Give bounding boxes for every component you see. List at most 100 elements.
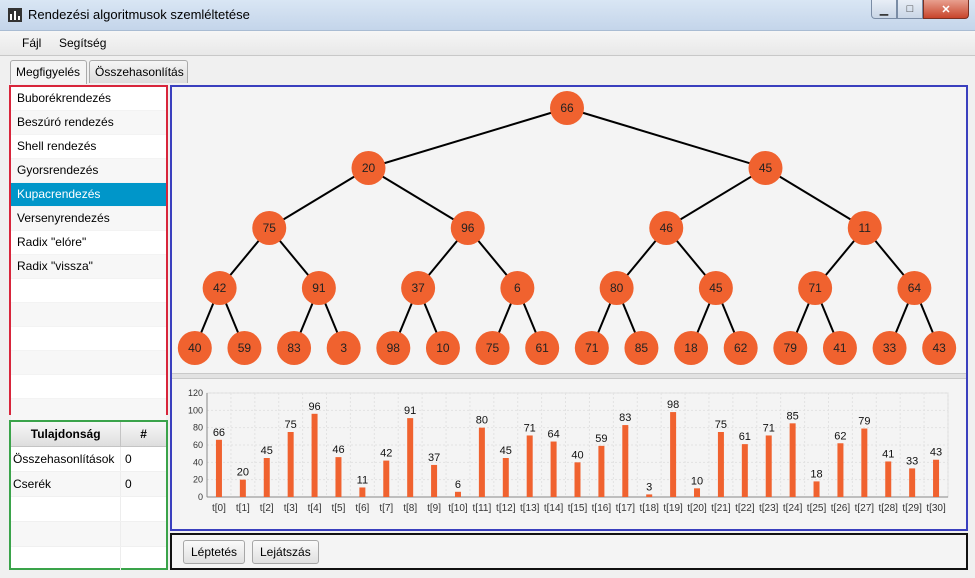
tree-node-label: 40: [188, 341, 202, 355]
tree-node-label: 46: [660, 221, 674, 235]
x-tick-label: t[4]: [308, 503, 322, 514]
x-tick-label: t[22]: [735, 503, 755, 514]
properties-header: Tulajdonság #: [11, 422, 166, 447]
y-tick-label: 100: [188, 405, 203, 415]
tree-node-label: 79: [784, 341, 798, 355]
minimize-button[interactable]: ▁: [871, 0, 897, 19]
x-tick-label: t[29]: [902, 503, 922, 514]
x-tick-label: t[15]: [568, 503, 588, 514]
x-tick-label: t[8]: [403, 503, 417, 514]
bar-data-label: 59: [595, 433, 607, 445]
bar-data-label: 45: [261, 445, 273, 457]
algorithm-item[interactable]: Buborékrendezés: [11, 87, 166, 111]
bar-data-label: 6: [455, 479, 461, 491]
menu-file[interactable]: Fájl: [22, 36, 42, 50]
table-row[interactable]: Összehasonlítások 0: [11, 447, 166, 472]
tree-node-label: 59: [238, 341, 252, 355]
x-tick-label: t[16]: [592, 503, 612, 514]
split-divider[interactable]: [172, 373, 966, 379]
maximize-button[interactable]: □: [897, 0, 923, 19]
tree-node-label: 18: [684, 341, 698, 355]
menu-bar: Fájl Segítség: [0, 31, 975, 56]
menu-help[interactable]: Segítség: [59, 36, 107, 50]
bar-data-label: 33: [906, 455, 918, 467]
x-tick-label: t[9]: [427, 503, 441, 514]
algorithm-item[interactable]: Shell rendezés: [11, 135, 166, 159]
tree-edge: [268, 167, 370, 229]
bar-data-label: 83: [619, 412, 631, 424]
tab-comparison[interactable]: Összehasonlítás: [89, 60, 188, 83]
tree-node: [723, 331, 758, 365]
bar: [885, 461, 892, 497]
bar-data-label: 41: [882, 448, 894, 460]
x-tick-label: t[7]: [379, 503, 393, 514]
minimize-icon: ▁: [879, 3, 889, 16]
title-bar[interactable]: Rendezési algoritmusok szemléltetése ▁ □…: [0, 0, 975, 31]
control-bar: Léptetés Lejátszás: [170, 533, 968, 570]
algorithm-item[interactable]: Versenyrendezés: [11, 207, 166, 231]
step-button[interactable]: Léptetés: [183, 540, 246, 564]
bar-data-label: 62: [834, 430, 846, 442]
play-button[interactable]: Lejátszás: [252, 540, 319, 564]
bar-data-label: 80: [476, 415, 488, 427]
bar: [526, 435, 533, 497]
table-row[interactable]: Cserék 0: [11, 472, 166, 497]
tree-node-label: 64: [908, 281, 922, 295]
x-tick-label: t[11]: [473, 503, 492, 514]
bar-data-label: 85: [787, 410, 799, 422]
x-tick-label: t[24]: [783, 503, 803, 514]
algorithm-list[interactable]: Buborékrendezés Beszúró rendezés Shell r…: [9, 85, 168, 423]
tree-node: [475, 331, 510, 365]
y-tick-label: 60: [193, 440, 203, 450]
algorithm-item-selected[interactable]: Kupacrendezés: [11, 183, 166, 207]
tree-node: [847, 211, 882, 245]
tree-node-label: 41: [833, 341, 847, 355]
y-tick-label: 0: [198, 492, 203, 502]
column-header-value[interactable]: #: [140, 427, 147, 441]
tree-node: [500, 271, 535, 305]
tree-node: [674, 331, 709, 365]
bar-data-label: 71: [763, 422, 775, 434]
tree-edge: [368, 107, 568, 169]
column-header-property[interactable]: Tulajdonság: [11, 422, 122, 446]
tree-node-label: 91: [312, 281, 326, 295]
x-tick-label: t[5]: [332, 503, 346, 514]
x-tick-label: t[12]: [496, 503, 516, 514]
algorithm-item[interactable]: Gyorsrendezés: [11, 159, 166, 183]
tab-observation[interactable]: Megfigyelés: [10, 60, 87, 84]
algorithm-item[interactable]: Radix "vissza": [11, 255, 166, 279]
algorithm-item[interactable]: Beszúró rendezés: [11, 111, 166, 135]
x-tick-label: t[21]: [711, 503, 731, 514]
bar-data-label: 98: [667, 399, 679, 411]
empty-row: [11, 547, 166, 572]
close-button[interactable]: ✕: [923, 0, 969, 19]
y-tick-label: 120: [188, 388, 203, 398]
tree-node-label: 20: [362, 161, 376, 175]
tree-node-label: 71: [585, 341, 599, 355]
bar-data-label: 75: [715, 419, 727, 431]
tree-edge: [367, 167, 469, 229]
tree-node-label: 71: [808, 281, 822, 295]
bar-data-label: 40: [571, 449, 583, 461]
tree-node-label: 45: [709, 281, 723, 295]
algorithm-item[interactable]: Radix "elóre": [11, 231, 166, 255]
tree-node-label: 10: [436, 341, 450, 355]
tree-node-label: 42: [213, 281, 227, 295]
bar: [909, 468, 916, 497]
property-value: 0: [125, 452, 132, 466]
property-name: Cserék: [11, 472, 121, 496]
tree-node: [624, 331, 659, 365]
y-tick-label: 80: [193, 423, 203, 433]
bar: [407, 418, 414, 497]
x-tick-label: t[0]: [212, 503, 226, 514]
tree-node: [425, 331, 460, 365]
x-tick-label: t[20]: [687, 503, 707, 514]
bar: [263, 458, 270, 497]
tree-node-label: 83: [287, 341, 301, 355]
tree-node-label: 6: [514, 281, 521, 295]
bar: [765, 435, 772, 497]
tree-node: [277, 331, 312, 365]
bar: [454, 491, 461, 497]
bar-data-label: 11: [357, 474, 368, 486]
bar-data-label: 3: [646, 481, 652, 493]
